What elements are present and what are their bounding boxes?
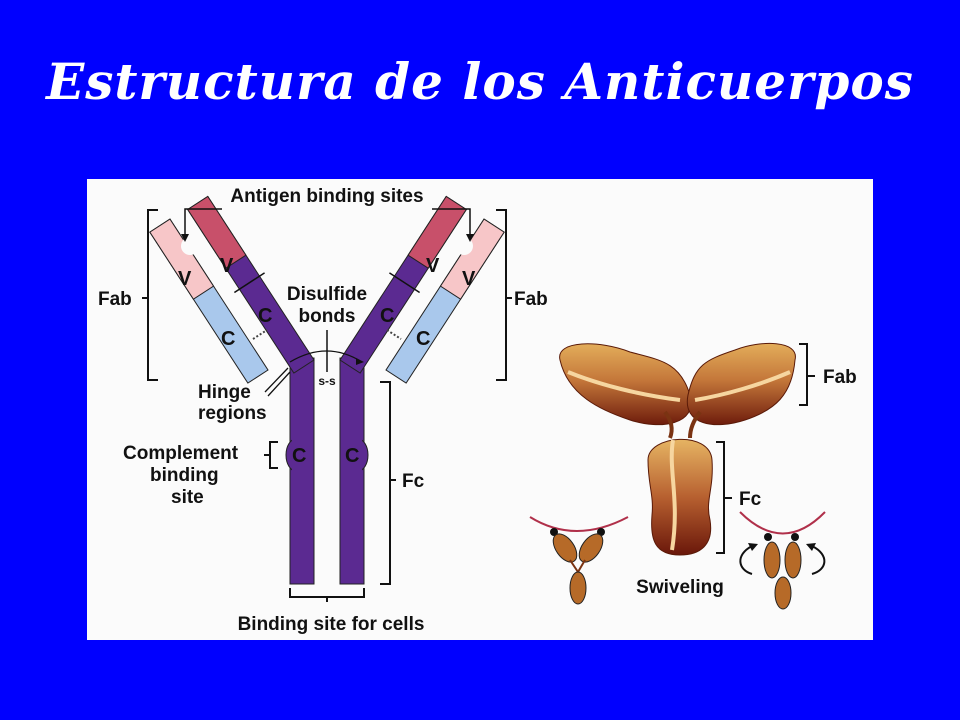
fab-label-right: Fab [514,289,548,310]
disulfide-label-line2: bonds [299,306,356,327]
domain-c-heavy-left: C [258,305,272,327]
complement-label-line1: Complement [123,443,239,464]
complement-label-line3: site [171,487,204,508]
domain-v-heavy-left: V [220,255,234,277]
domain-c-fc-right: C [345,445,359,467]
domain-c-heavy-right: C [380,305,394,327]
fc-label-left: Fc [402,471,425,492]
swiveling-label: Swiveling [636,577,724,598]
domain-v-light-right: V [462,268,476,290]
fc-label-3d: Fc [739,489,762,510]
disulfide-label-line1: Disulfide [287,284,367,305]
domain-v-heavy-right: V [426,255,440,277]
domain-c-fc-left: C [292,445,306,467]
slide-title: Estructura de los Anticuerpos [46,52,914,111]
antibody-schematic: V V C C V V C C C C Antigen binding site… [98,186,548,635]
domain-v-light-left: V [178,268,192,290]
fab-label-3d: Fab [823,367,857,388]
complement-label-line2: binding [150,465,219,486]
antibody-3d-model: Fab Fc Swiveling [529,342,857,610]
hinge-label-line2: regions [198,403,267,424]
hinge-label-line1: Hinge [198,382,251,403]
binding-site-cells-label: Binding site for cells [238,614,425,635]
domain-c-light-right: C [416,328,430,350]
antigen-binding-sites-label: Antigen binding sites [230,186,423,207]
fab-label-left: Fab [98,289,132,310]
ss-bond-label: s-s [318,374,336,388]
domain-c-light-left: C [221,328,235,350]
